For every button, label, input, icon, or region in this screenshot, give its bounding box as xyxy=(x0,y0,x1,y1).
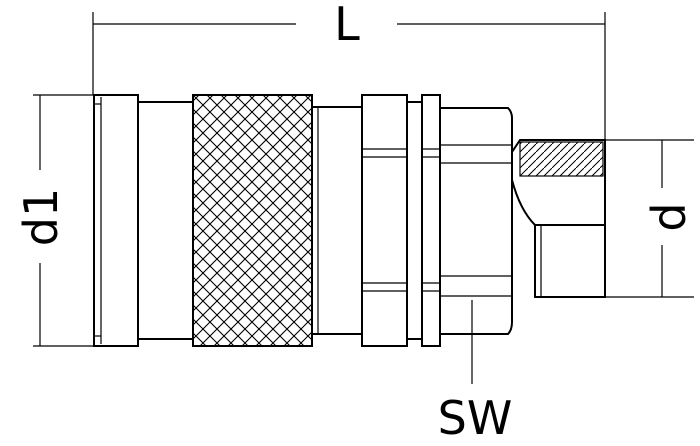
length-dimension: L xyxy=(92,0,606,140)
wrench-size-dimension: SW xyxy=(438,300,513,445)
coupling-body xyxy=(93,94,606,347)
neck xyxy=(311,106,363,335)
d-dimension: d xyxy=(605,139,696,298)
d1-dimension: d1 xyxy=(14,94,100,347)
sleeve xyxy=(137,101,194,340)
d-label: d xyxy=(642,202,696,231)
hex-body xyxy=(439,107,513,335)
nut-gap xyxy=(406,101,423,340)
knurled-grip xyxy=(192,94,313,347)
lock-nut xyxy=(421,94,441,347)
length-label: L xyxy=(334,0,360,51)
thread-section xyxy=(519,141,604,177)
d1-label: d1 xyxy=(14,188,68,246)
shank-end xyxy=(534,224,606,298)
hex-nut-front xyxy=(361,94,408,347)
wrench-size-label: SW xyxy=(438,391,513,445)
